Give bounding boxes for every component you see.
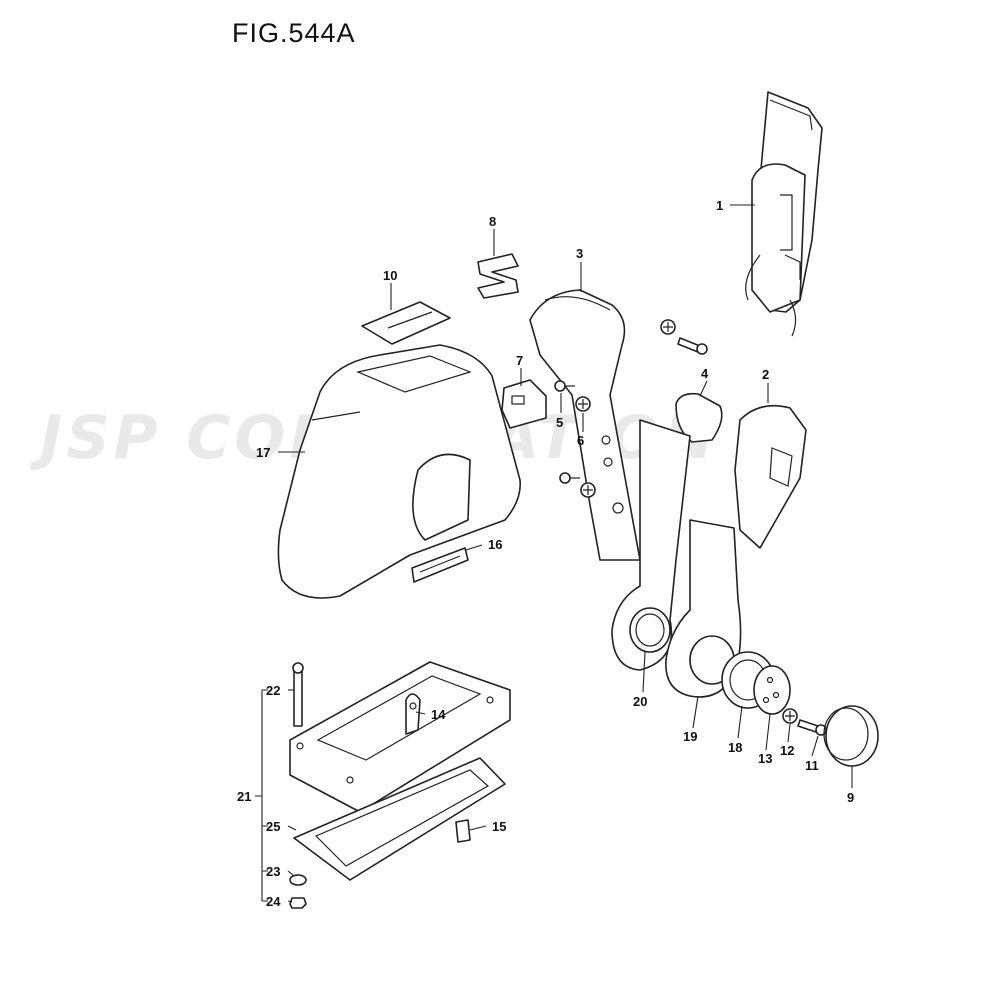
part-2-lever bbox=[734, 404, 807, 549]
callout-4: 4 bbox=[701, 366, 709, 381]
callout-1: 1 bbox=[716, 198, 723, 213]
part-9-cap bbox=[823, 705, 879, 767]
callout-13: 13 bbox=[758, 751, 772, 766]
callout-8: 8 bbox=[489, 214, 496, 229]
callout-19: 19 bbox=[683, 729, 697, 744]
part-22-screw bbox=[292, 662, 304, 727]
part-8-emblem bbox=[477, 253, 519, 299]
part-11-bolt bbox=[797, 719, 827, 736]
part-13-plate bbox=[753, 665, 791, 715]
callout-23: 23 bbox=[266, 864, 280, 879]
part-6-washer-upper bbox=[575, 396, 591, 412]
part-14-clip bbox=[405, 693, 421, 735]
callout-labels: 1 2 3 4 5 6 7 8 9 10 11 12 13 14 15 16 1… bbox=[237, 198, 854, 909]
callout-21: 21 bbox=[237, 789, 251, 804]
part-16-plate bbox=[411, 547, 469, 583]
part-4-knob bbox=[675, 392, 723, 443]
part-5-screw-top bbox=[677, 337, 708, 355]
callout-25: 25 bbox=[266, 819, 280, 834]
part-5-screw-lower bbox=[559, 472, 580, 484]
part-24-nut bbox=[289, 897, 307, 909]
part-1-control-assy bbox=[745, 91, 823, 337]
callout-10: 10 bbox=[383, 268, 397, 283]
callout-18: 18 bbox=[728, 740, 742, 755]
part-7-bracket bbox=[501, 379, 547, 429]
callout-12: 12 bbox=[780, 743, 794, 758]
figure-title: FIG.544A bbox=[232, 18, 356, 48]
callout-24: 24 bbox=[266, 894, 281, 909]
callout-17: 17 bbox=[256, 445, 270, 460]
callout-5: 5 bbox=[556, 415, 563, 430]
part-25-gasket bbox=[293, 757, 506, 881]
callout-15: 15 bbox=[492, 819, 506, 834]
callout-6: 6 bbox=[577, 433, 584, 448]
part-6-washer-top bbox=[660, 319, 676, 335]
callout-2: 2 bbox=[762, 367, 769, 382]
callout-9: 9 bbox=[847, 790, 854, 805]
part-6-washer-lower bbox=[580, 482, 596, 498]
part-5-screw-upper bbox=[554, 380, 575, 392]
callout-3: 3 bbox=[576, 246, 583, 261]
callout-20: 20 bbox=[633, 694, 647, 709]
part-17-cover bbox=[277, 344, 522, 599]
part-23-washer bbox=[289, 874, 307, 886]
callout-14: 14 bbox=[431, 707, 446, 722]
callout-7: 7 bbox=[516, 353, 523, 368]
part-12-washer bbox=[782, 708, 798, 724]
callout-16: 16 bbox=[488, 537, 502, 552]
callout-11: 11 bbox=[805, 758, 819, 773]
part-10-plate bbox=[361, 301, 451, 345]
part-20-arm bbox=[611, 419, 691, 671]
part-19-arm bbox=[665, 519, 742, 698]
part-15-clip bbox=[455, 819, 471, 843]
leader-lines bbox=[255, 204, 853, 903]
part-3-grip bbox=[529, 289, 641, 561]
callout-22: 22 bbox=[266, 683, 280, 698]
part-21-base-assy bbox=[289, 661, 511, 813]
